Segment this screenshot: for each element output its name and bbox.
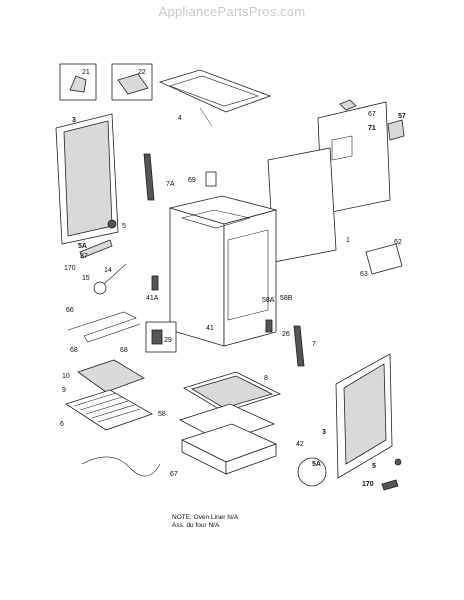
label-41a: 41A: [146, 295, 159, 302]
part-67-broil-element[interactable]: 67: [81, 456, 178, 478]
part-42-drawer[interactable]: 42: [180, 423, 304, 475]
label-21: 21: [82, 69, 90, 76]
label-63: 63: [360, 271, 368, 278]
label-170-right: 170: [362, 481, 374, 488]
part-3-door-frame-right[interactable]: 3: [322, 353, 393, 479]
label-14: 14: [104, 267, 112, 274]
label-29: 29: [164, 337, 172, 344]
label-58a: 58A: [262, 297, 275, 304]
label-67-top: 67: [368, 111, 376, 118]
label-5a-right: 5A: [312, 461, 321, 468]
label-5a-left: 5A: [78, 243, 87, 250]
label-15: 15: [82, 275, 90, 282]
part-7-hinge[interactable]: 7: [293, 325, 316, 367]
label-9: 9: [62, 387, 66, 394]
label-10: 10: [62, 373, 70, 380]
label-66: 66: [66, 307, 74, 314]
part-21-box[interactable]: 21: [59, 63, 97, 101]
label-37: 37: [80, 253, 88, 260]
label-6: 6: [60, 421, 64, 428]
part-10-broil-pan[interactable]: 10 9: [62, 359, 145, 394]
label-3-left: 3: [72, 117, 76, 124]
part-41-bracket[interactable]: 41: [206, 325, 214, 332]
label-71: 71: [368, 125, 376, 132]
label-58b: 58B: [280, 295, 293, 302]
part-8-drawer-liner[interactable]: 8: [183, 371, 282, 413]
label-1: 1: [346, 237, 350, 244]
part-67-clip-top[interactable]: 67: [339, 99, 376, 118]
label-68-left: 68: [70, 347, 78, 354]
part-41a-bracket[interactable]: 41A: [146, 275, 159, 302]
label-26: 26: [282, 331, 290, 338]
part-6-oven-rack[interactable]: 6: [60, 389, 153, 431]
label-57: 57: [398, 113, 406, 120]
part-5a-hinge-right[interactable]: 5A: [297, 457, 327, 487]
label-4: 4: [178, 115, 182, 122]
part-5-170-right[interactable]: 5 170: [362, 458, 402, 491]
part-3-door-frame-left[interactable]: 3: [55, 113, 119, 245]
label-67-bottom: 67: [170, 471, 178, 478]
part-66-bake-element[interactable]: 66 68 68: [66, 307, 141, 354]
label-3-right: 3: [322, 429, 326, 436]
part-29-box[interactable]: 29: [145, 321, 177, 353]
part-58a-58b-insulation[interactable]: 58A 58B: [262, 295, 293, 304]
label-22: 22: [138, 69, 146, 76]
note-line-1: NOTE: Oven Liner N/A: [172, 514, 239, 521]
part-62-switch[interactable]: 62 63: [360, 239, 403, 278]
part-57-cover[interactable]: 57: [387, 113, 406, 141]
label-68-right: 68: [120, 347, 128, 354]
part-22-box[interactable]: 22: [111, 63, 153, 101]
note-line-2: Ass. du four N/A: [172, 522, 220, 529]
label-5-right: 5: [372, 463, 376, 470]
label-58: 58: [158, 411, 166, 418]
label-8: 8: [264, 375, 268, 382]
label-5-left: 5: [122, 223, 126, 230]
part-69-spacer[interactable]: 69: [188, 171, 217, 187]
oven-body-frame: [168, 195, 278, 347]
part-7a-hinge[interactable]: 7A: [143, 153, 175, 201]
label-62: 62: [394, 239, 402, 246]
part-26-clip[interactable]: 26: [265, 319, 290, 338]
part-4-top-panel[interactable]: 4: [158, 69, 272, 127]
label-7a: 7A: [166, 181, 175, 188]
label-7: 7: [312, 341, 316, 348]
note: NOTE: Oven Liner N/A Ass. du four N/A: [172, 514, 238, 530]
label-42: 42: [296, 441, 304, 448]
label-41: 41: [206, 325, 214, 332]
part-5-5a-hinge-left[interactable]: 5 5A 37 170: [64, 219, 126, 272]
part-15-light-bulb[interactable]: 15 14: [82, 263, 127, 295]
watermark: AppliancePartsPros.com: [158, 4, 306, 19]
label-69: 69: [188, 177, 196, 184]
label-170-left: 170: [64, 265, 76, 272]
